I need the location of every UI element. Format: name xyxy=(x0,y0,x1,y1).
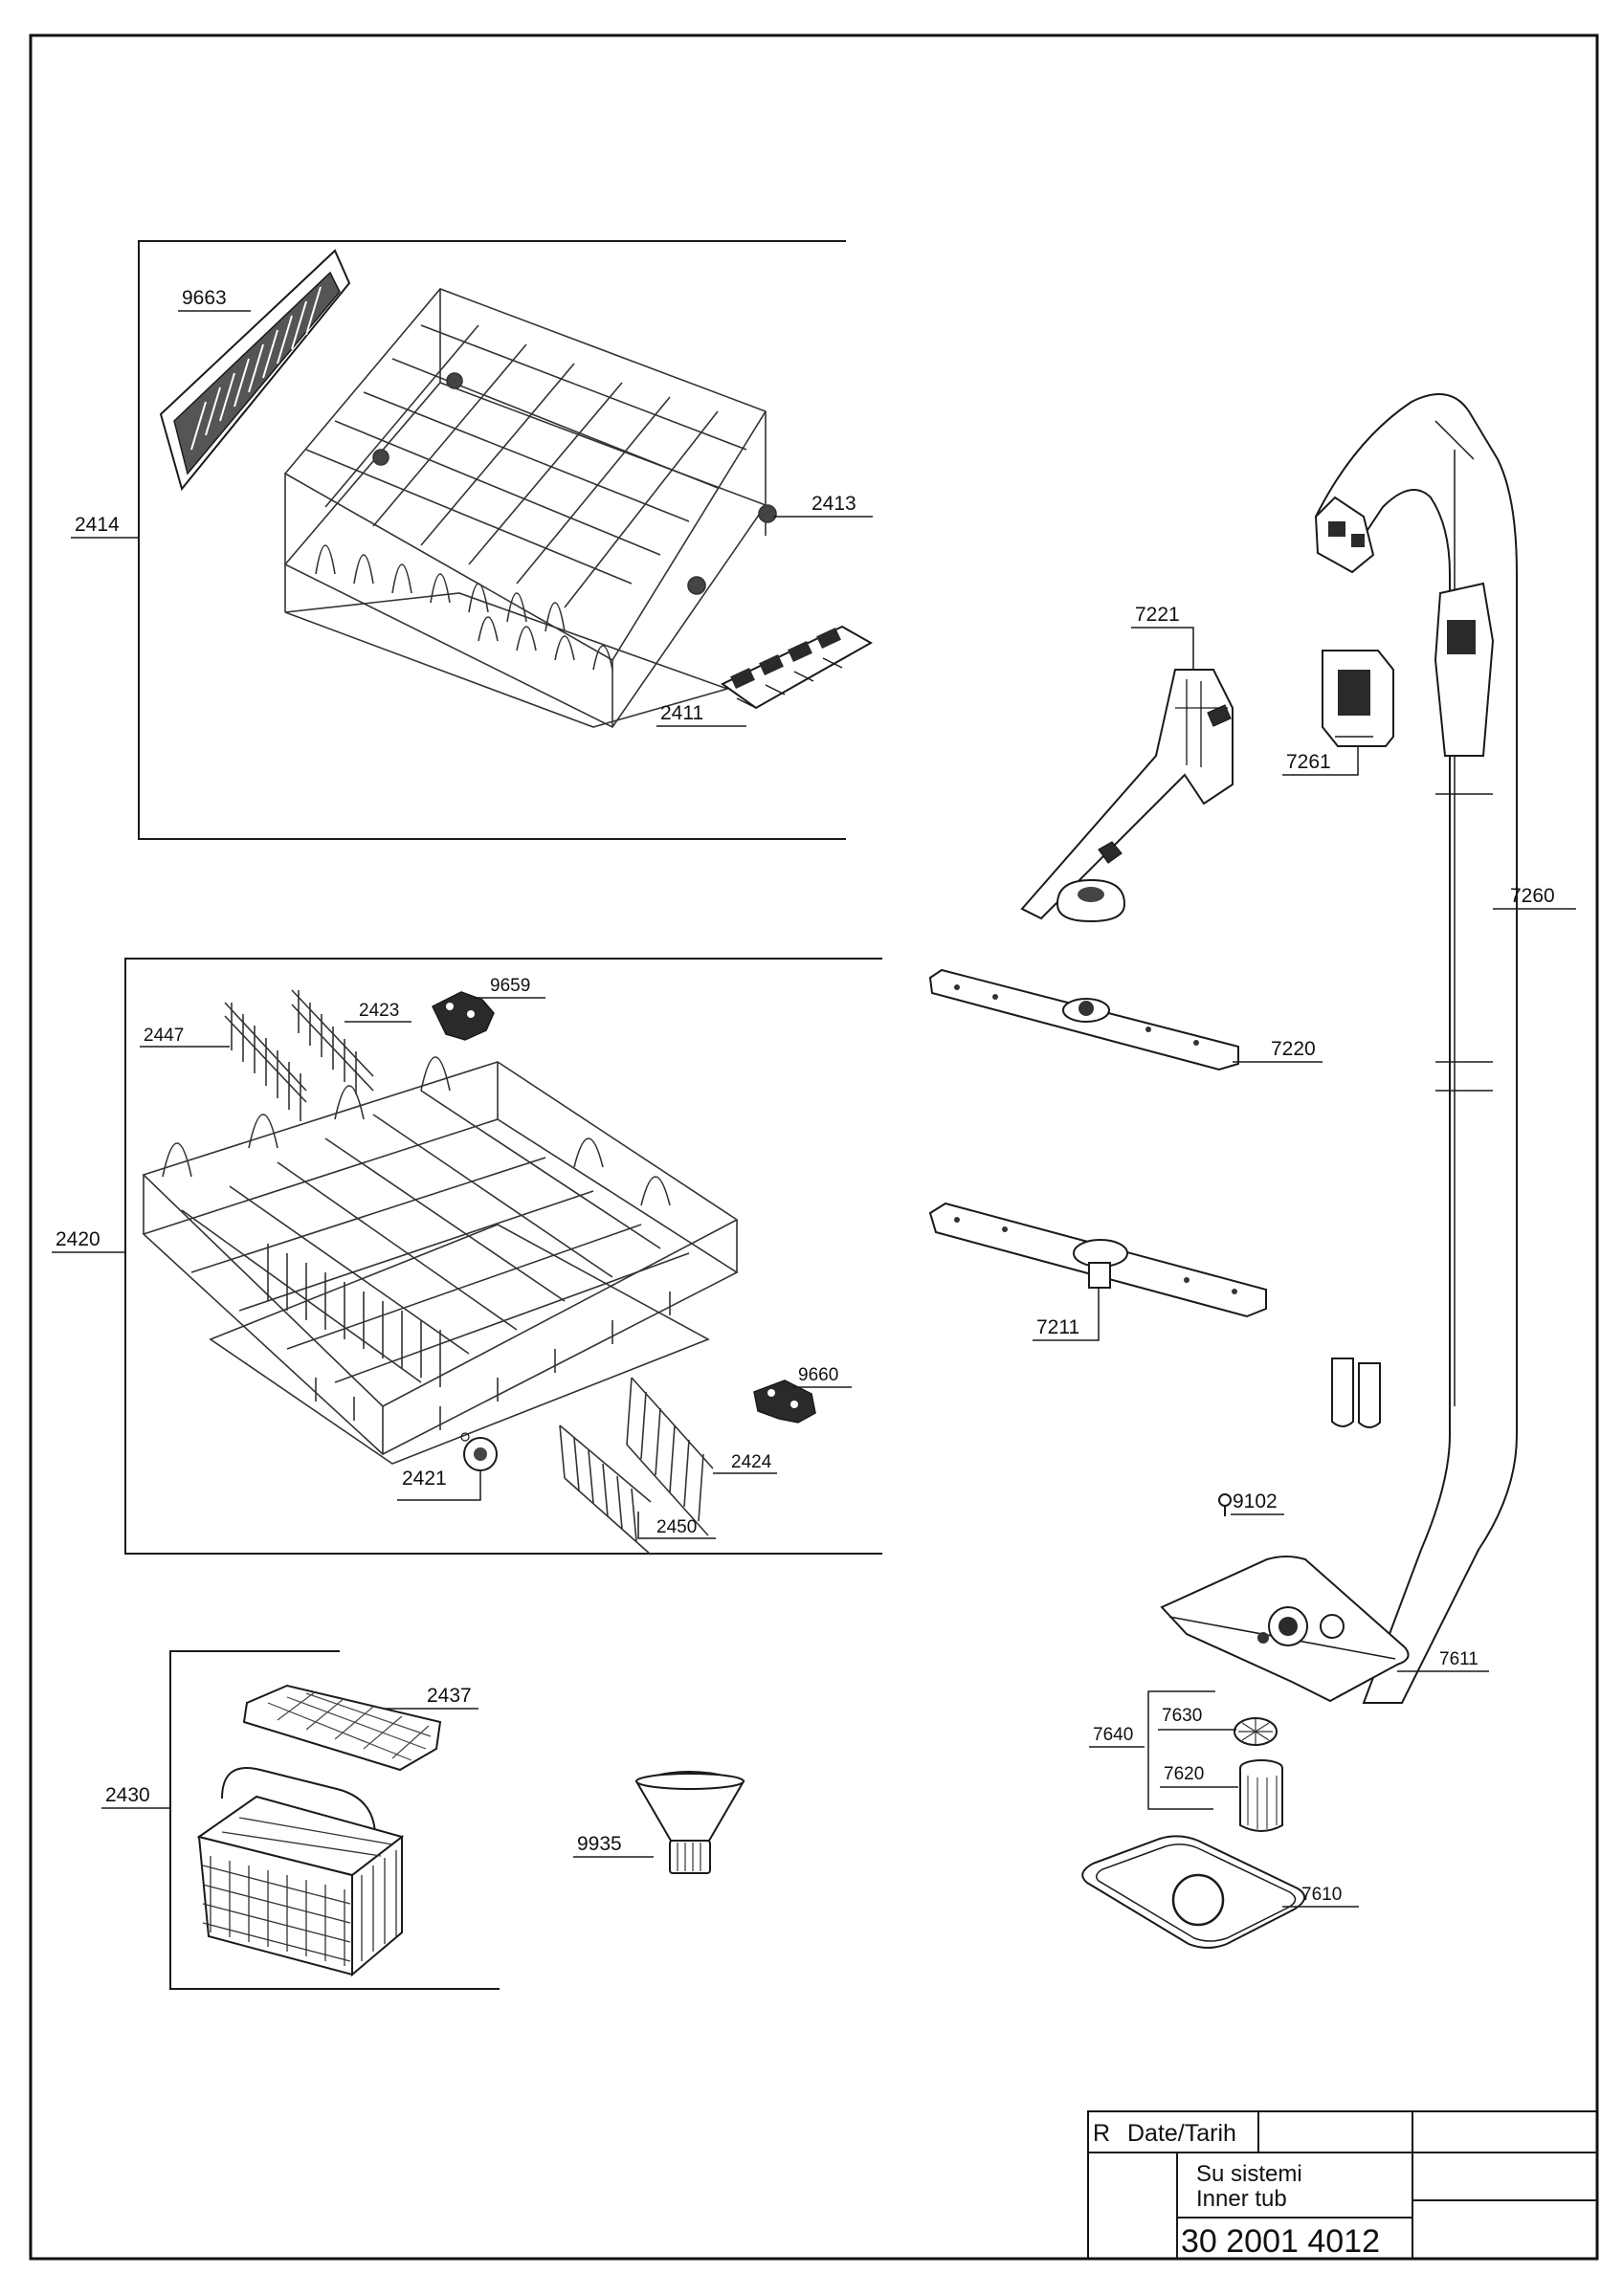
label-9663: 9663 xyxy=(182,287,227,309)
leader-2450 xyxy=(637,1512,716,1539)
label-7610: 7610 xyxy=(1301,1885,1342,1905)
title-block-title-en: Inner tub xyxy=(1196,2186,1287,2212)
label-2420: 2420 xyxy=(56,1228,100,1250)
part-2424-fold-rack xyxy=(626,1377,714,1536)
leader-7211 xyxy=(1033,1288,1100,1341)
part-2411-rack-clips xyxy=(721,625,874,710)
part-2437-basket-lid xyxy=(242,1684,442,1772)
part-7630-micro-filter xyxy=(1234,1717,1278,1746)
label-7611: 7611 xyxy=(1439,1649,1478,1669)
group-spray-system: 7221 7261 7260 7220 7211 9102 7611 7640 … xyxy=(928,393,1576,1949)
label-7211: 7211 xyxy=(1036,1316,1079,1338)
part-9935-funnel xyxy=(634,1771,745,1874)
part-7220-upper-spray-arm xyxy=(928,968,1239,1071)
title-block-revision: R xyxy=(1093,2120,1110,2147)
title-block-title-tr: Su sistemi xyxy=(1196,2161,1302,2187)
part-7620-coarse-filter xyxy=(1239,1759,1283,1832)
part-7211-lower-spray-arm xyxy=(928,1202,1267,1318)
label-7620: 7620 xyxy=(1164,1764,1204,1784)
label-2450: 2450 xyxy=(656,1517,697,1537)
label-2411: 2411 xyxy=(660,702,703,724)
leader-2421 xyxy=(397,1470,481,1501)
group-2414-bracket xyxy=(138,240,846,840)
label-2447: 2447 xyxy=(144,1026,184,1046)
label-2424: 2424 xyxy=(731,1452,772,1472)
label-9935: 9935 xyxy=(577,1833,622,1855)
part-9659-clip xyxy=(432,991,495,1041)
part-7221-arm-feed xyxy=(1020,669,1234,923)
bracket-7640 xyxy=(1147,1690,1215,1810)
part-7260-water-pipe xyxy=(1314,393,1518,1704)
part-7610-gasket xyxy=(1081,1835,1305,1949)
group-2420-lower-basket: 2447 2423 9659 2420 9660 2424 2421 2450 xyxy=(52,958,882,1556)
label-7630: 7630 xyxy=(1162,1706,1202,1726)
group-2414-upper-basket: 9663 2414 2413 2411 xyxy=(71,240,874,840)
part-2423-tine-rack xyxy=(291,989,374,1094)
label-9660: 9660 xyxy=(798,1365,838,1385)
label-2414: 2414 xyxy=(75,514,120,536)
label-2421: 2421 xyxy=(402,1468,447,1490)
label-2413: 2413 xyxy=(812,493,856,515)
title-block: R Date/Tarih Su sistemi Inner tub 30 200… xyxy=(1087,2110,1598,2260)
label-2423: 2423 xyxy=(359,1001,399,1021)
label-7260: 7260 xyxy=(1510,885,1555,907)
label-9102: 9102 xyxy=(1233,1490,1278,1512)
sheet-border xyxy=(29,33,1599,2261)
label-7220: 7220 xyxy=(1271,1038,1316,1060)
group-2430-cutlery-basket: 2437 2430 9935 xyxy=(101,1650,745,1990)
part-2447-tine-rack xyxy=(224,1002,307,1121)
label-7221: 7221 xyxy=(1135,604,1180,626)
part-2421-wheel xyxy=(460,1432,498,1471)
title-block-drawing-number: 30 2001 4012 xyxy=(1181,2223,1380,2260)
part-9660-clip xyxy=(753,1380,816,1424)
part-2430-basket xyxy=(196,1767,405,1977)
leader-7261 xyxy=(1282,747,1359,776)
label-2430: 2430 xyxy=(105,1784,150,1806)
part-2414-upper-basket xyxy=(283,288,777,729)
label-7640: 7640 xyxy=(1093,1725,1133,1745)
part-2420-lower-basket xyxy=(142,1056,739,1465)
group-2420-bracket xyxy=(124,958,882,1555)
part-7261-connector xyxy=(1322,650,1394,747)
part-2450-fold-rack xyxy=(559,1424,652,1556)
label-7261: 7261 xyxy=(1286,751,1331,773)
label-9659: 9659 xyxy=(490,976,530,996)
part-9102-screw xyxy=(1218,1493,1232,1516)
title-block-date-label: Date/Tarih xyxy=(1127,2120,1236,2147)
part-7611-filter-plate xyxy=(1160,1556,1410,1703)
label-2437: 2437 xyxy=(427,1685,472,1707)
group-2430-bracket xyxy=(169,1650,500,1990)
title-block-frame xyxy=(1087,2110,1598,2260)
leader-7221 xyxy=(1131,627,1194,670)
part-9663-cutlery-tray xyxy=(159,249,351,492)
